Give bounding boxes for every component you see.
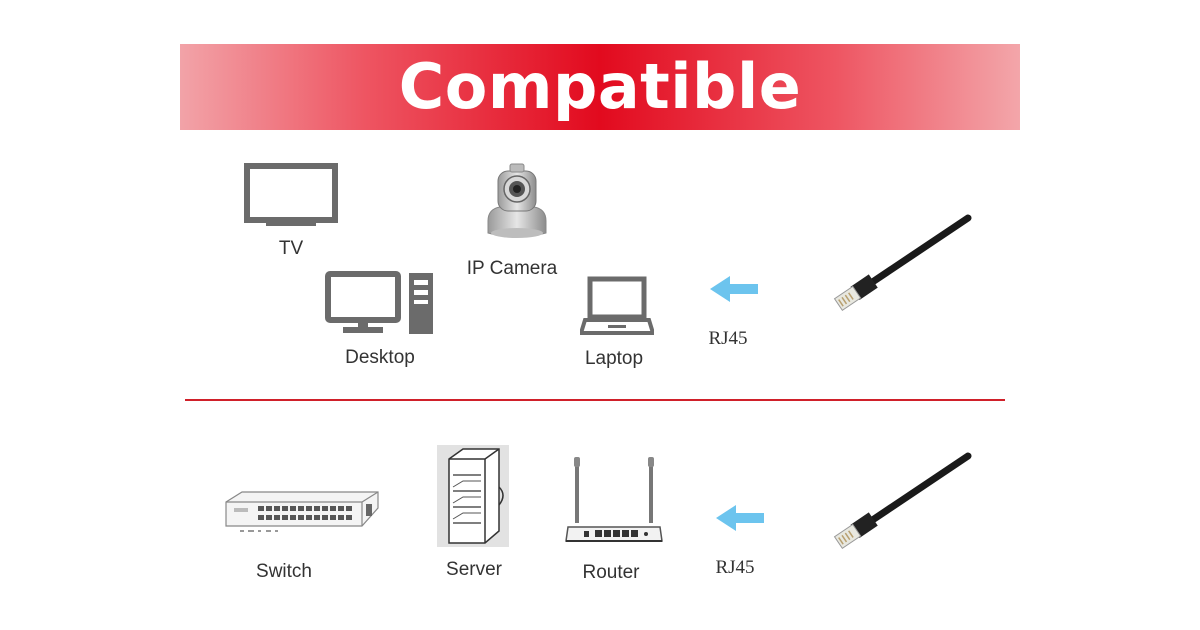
section-divider <box>185 399 1005 401</box>
arrow-left-icon <box>716 505 764 531</box>
server-label: Server <box>446 559 502 580</box>
laptop-icon <box>580 276 654 335</box>
banner-title: Compatible <box>398 50 802 123</box>
desktop-label: Desktop <box>345 347 415 368</box>
switch-label: Switch <box>256 561 312 582</box>
router-icon <box>565 457 663 542</box>
switch-icon <box>225 491 379 532</box>
rj45-cable-icon <box>833 214 972 312</box>
laptop-label: Laptop <box>584 348 644 369</box>
arrow-left-icon <box>710 276 758 302</box>
ip-camera-icon <box>487 163 547 238</box>
tv-label: TV <box>278 238 304 259</box>
desktop-icon <box>325 271 433 334</box>
tv-icon <box>244 163 338 226</box>
server-icon <box>437 445 509 547</box>
title-banner: Compatible <box>180 44 1020 130</box>
rj45-cable-icon <box>833 452 972 550</box>
router-label: Router <box>582 562 640 583</box>
rj45-label-top: RJ45 <box>708 328 748 349</box>
ip-camera-label: IP Camera <box>466 258 558 279</box>
rj45-label-bottom: RJ45 <box>715 557 755 578</box>
